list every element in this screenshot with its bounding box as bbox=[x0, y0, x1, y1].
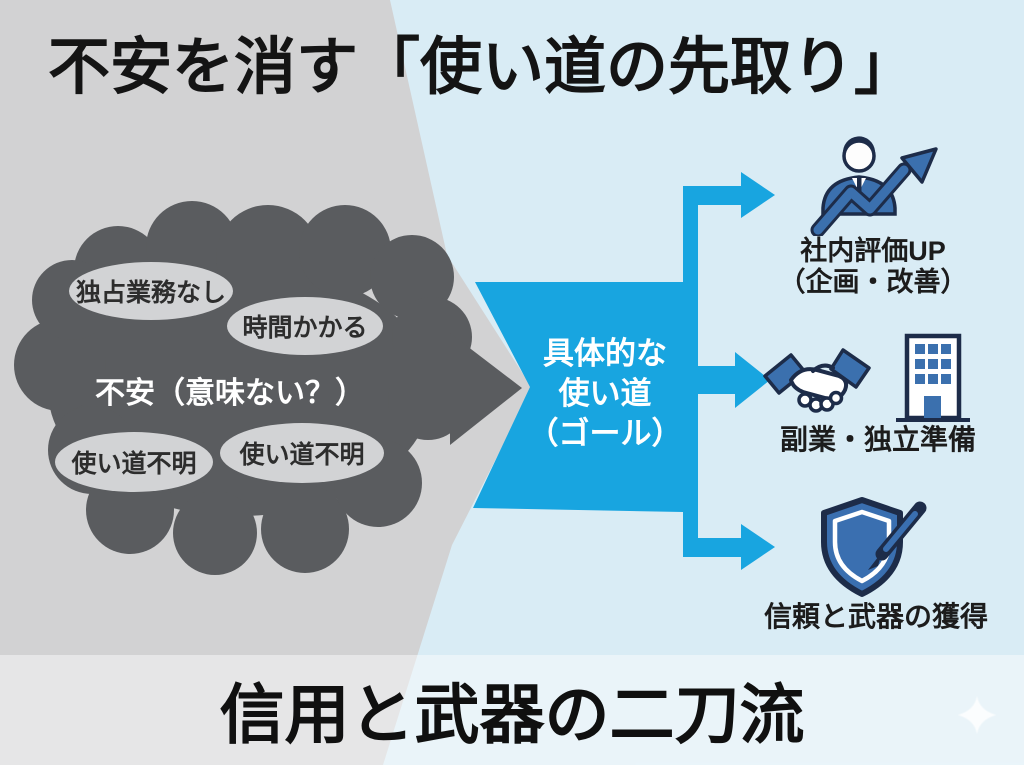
goal-line: 具体的な bbox=[543, 336, 667, 371]
branch-arrow-top-head bbox=[741, 172, 775, 218]
branch-trunk bbox=[683, 186, 698, 557]
building-icon bbox=[896, 333, 970, 422]
shield-pen-icon bbox=[821, 497, 927, 597]
sparkle-icon bbox=[958, 696, 996, 734]
page-title: 不安を消す「使い道の先取り」 bbox=[48, 33, 917, 102]
cloud-bubble: 使い道不明 bbox=[220, 423, 384, 483]
branch-arrow-bottom-shaft bbox=[683, 538, 741, 557]
cloud-arrow-head bbox=[450, 333, 522, 445]
businessman-growth-icon bbox=[810, 136, 938, 236]
cloud-center-label: 不安（意味ない？） bbox=[95, 377, 365, 410]
cloud-bubble-label: 独占業務なし bbox=[75, 279, 226, 307]
cloud-bubble: 独占業務なし bbox=[69, 262, 233, 320]
cloud-bubble-label: 時間かかる bbox=[242, 314, 368, 342]
cloud-bubble: 時間かかる bbox=[227, 297, 383, 355]
branch-arrow-bottom-head bbox=[741, 524, 775, 570]
branch-arrow-middle-shaft bbox=[698, 366, 735, 394]
goal-block-label: 具体的な 使い道 （ゴール） bbox=[505, 334, 705, 454]
outcome-3-label: 信頼と武器の獲得 bbox=[746, 601, 1006, 632]
handshake-icon bbox=[763, 348, 871, 413]
branch-arrow-top-shaft bbox=[683, 186, 741, 205]
cloud-bubble-label: 使い道不明 bbox=[239, 441, 365, 469]
outcome-1-line: （企画・改善） bbox=[778, 267, 968, 297]
outcome-2-label: 副業・独立準備 bbox=[748, 424, 1008, 455]
cloud-bubble: 使い道不明 bbox=[55, 432, 213, 492]
outcome-1-line: 社内評価UP bbox=[800, 236, 946, 266]
outcome-1-label: 社内評価UP （企画・改善） bbox=[741, 236, 1005, 298]
footer-title: 信用と武器の二刀流 bbox=[219, 678, 805, 751]
goal-line: （ゴール） bbox=[527, 416, 683, 451]
cloud-bubble-label: 使い道不明 bbox=[71, 450, 197, 478]
branch-arrow-middle-head bbox=[735, 352, 770, 408]
cloud-arrow-shaft bbox=[392, 355, 454, 417]
goal-line: 使い道 bbox=[558, 376, 652, 411]
footer-band bbox=[0, 655, 1024, 765]
outcome-2-line: 副業・独立準備 bbox=[779, 424, 976, 455]
outcome-3-line: 信頼と武器の獲得 bbox=[763, 601, 988, 632]
